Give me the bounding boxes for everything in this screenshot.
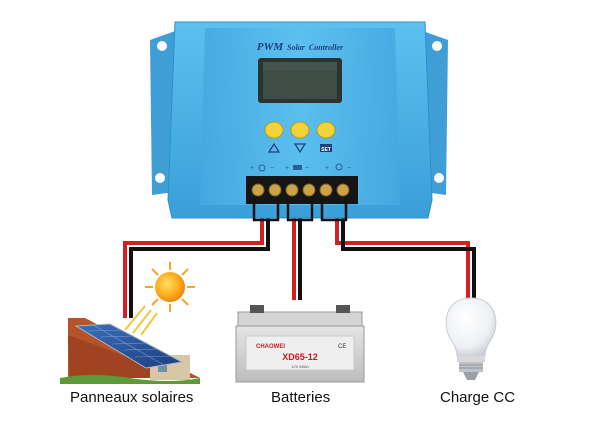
up-button[interactable]: [264, 121, 284, 139]
svg-text:CE: CE: [338, 344, 346, 350]
svg-text:CHAOWEI: CHAOWEI: [256, 344, 285, 350]
bulb-base: [459, 362, 483, 372]
down-button[interactable]: [290, 121, 310, 139]
terminal-screws: [251, 183, 350, 197]
battery-illustration: CHAOWEI XD65-12 CE 12V 65Ah: [235, 305, 365, 383]
solar-symbol-icon: [258, 164, 266, 172]
label-solar-panels: Panneaux solaires: [70, 389, 194, 406]
terminal-symbols: + − + − + −: [250, 163, 351, 172]
wire-load-black: [341, 208, 476, 300]
svg-text:+: +: [285, 165, 289, 172]
battery-lid: [237, 311, 363, 327]
sun-rays: [124, 305, 158, 336]
up-arrow-icon: [267, 142, 281, 153]
sun-icon: [145, 262, 195, 312]
battery-symbol-icon: [293, 165, 302, 170]
svg-text:+: +: [250, 165, 254, 172]
svg-text:+: +: [325, 165, 329, 172]
terminal-wire-loops: [252, 198, 348, 222]
svg-text:12V 65Ah: 12V 65Ah: [291, 364, 309, 369]
wire-solar-black: [129, 208, 270, 318]
set-icon: [320, 144, 332, 152]
label-batteries: Batteries: [271, 389, 331, 406]
svg-text:−: −: [347, 165, 351, 172]
svg-text:XD65-12: XD65-12: [282, 352, 318, 362]
wires: [123, 208, 476, 318]
bulb-symbol-icon: [335, 163, 343, 171]
down-arrow-icon: [293, 143, 307, 154]
label-dc-load: Charge CC: [440, 389, 516, 406]
svg-text:SET: SET: [321, 147, 331, 153]
wire-solar-red: [123, 208, 264, 318]
wire-load-red: [335, 208, 470, 300]
solar-panel: [74, 323, 184, 369]
solar-panel-illustration: [60, 262, 200, 384]
light-bulb-illustration: [445, 297, 497, 380]
svg-text:−: −: [305, 165, 309, 172]
bulb-glass: [445, 297, 497, 357]
svg-text:−: −: [270, 165, 274, 172]
set-button[interactable]: [316, 121, 336, 139]
